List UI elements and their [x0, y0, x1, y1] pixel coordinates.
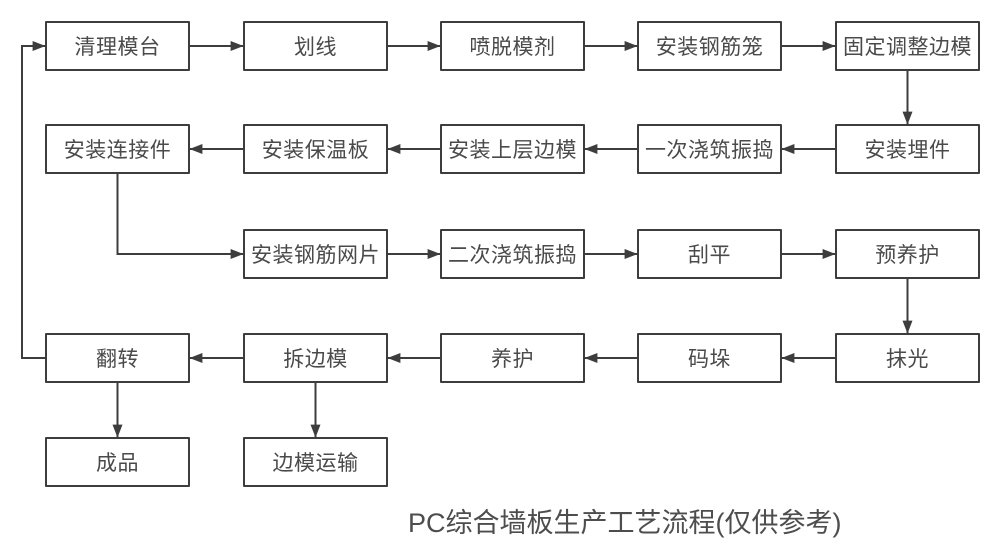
flow-arrow-flipping-to-clean-table [21, 41, 46, 359]
diagram-caption: PC综合墙板生产工艺流程(仅供参考) [408, 508, 842, 538]
node-label: 安装钢筋笼 [655, 36, 764, 59]
node-install-rebar-cage: 安装钢筋笼 [637, 21, 782, 71]
node-install-rebar-mesh: 安装钢筋网片 [243, 229, 388, 279]
node-label: 一次浇筑振捣 [645, 139, 774, 162]
node-label: 安装保温板 [261, 139, 370, 162]
node-label: 养护 [491, 348, 534, 371]
node-label: 抹光 [886, 348, 929, 371]
node-marking: 划线 [243, 21, 388, 71]
node-install-upper-side-molds: 安装上层边模 [440, 124, 585, 174]
node-label: 划线 [294, 36, 337, 59]
node-pre-curing: 预养护 [835, 229, 980, 279]
node-second-pour-vibrate: 二次浇筑振捣 [440, 229, 585, 279]
node-screeding: 刮平 [637, 229, 782, 279]
node-label: 安装埋件 [864, 139, 951, 162]
node-install-connectors: 安装连接件 [45, 124, 190, 174]
node-fix-adjust-side-molds: 固定调整边模 [835, 21, 980, 71]
node-label: 喷脱模剂 [469, 36, 556, 59]
node-label: 刮平 [688, 244, 731, 267]
node-label: 二次浇筑振捣 [448, 244, 577, 267]
node-install-embedded-parts: 安装埋件 [835, 124, 980, 174]
node-label: 边模运输 [272, 452, 359, 475]
node-curing: 养护 [440, 333, 585, 383]
node-flipping: 翻转 [45, 333, 190, 383]
node-install-insulation-board: 安装保温板 [243, 124, 388, 174]
node-stacking: 码垛 [637, 333, 782, 383]
node-label: 成品 [96, 452, 139, 475]
node-finished-product: 成品 [45, 437, 190, 487]
node-label: 码垛 [688, 348, 731, 371]
node-label: 预养护 [875, 244, 940, 267]
node-remove-side-molds: 拆边模 [243, 333, 388, 383]
node-label: 翻转 [96, 348, 139, 371]
node-label: 清理模台 [74, 36, 161, 59]
flow-arrow-install-connectors-to-install-rebar-mesh [116, 174, 244, 259]
node-label: 安装上层边模 [448, 139, 577, 162]
node-first-pour-vibrate: 一次浇筑振捣 [637, 124, 782, 174]
node-side-mold-transport: 边模运输 [243, 437, 388, 487]
node-label: 安装连接件 [63, 139, 172, 162]
node-label: 安装钢筋网片 [251, 244, 380, 267]
node-label: 固定调整边模 [843, 36, 972, 59]
node-smoothing: 抹光 [835, 333, 980, 383]
node-label: 拆边模 [283, 348, 348, 371]
node-spray-release-agent: 喷脱模剂 [440, 21, 585, 71]
node-clean-table: 清理模台 [45, 21, 190, 71]
